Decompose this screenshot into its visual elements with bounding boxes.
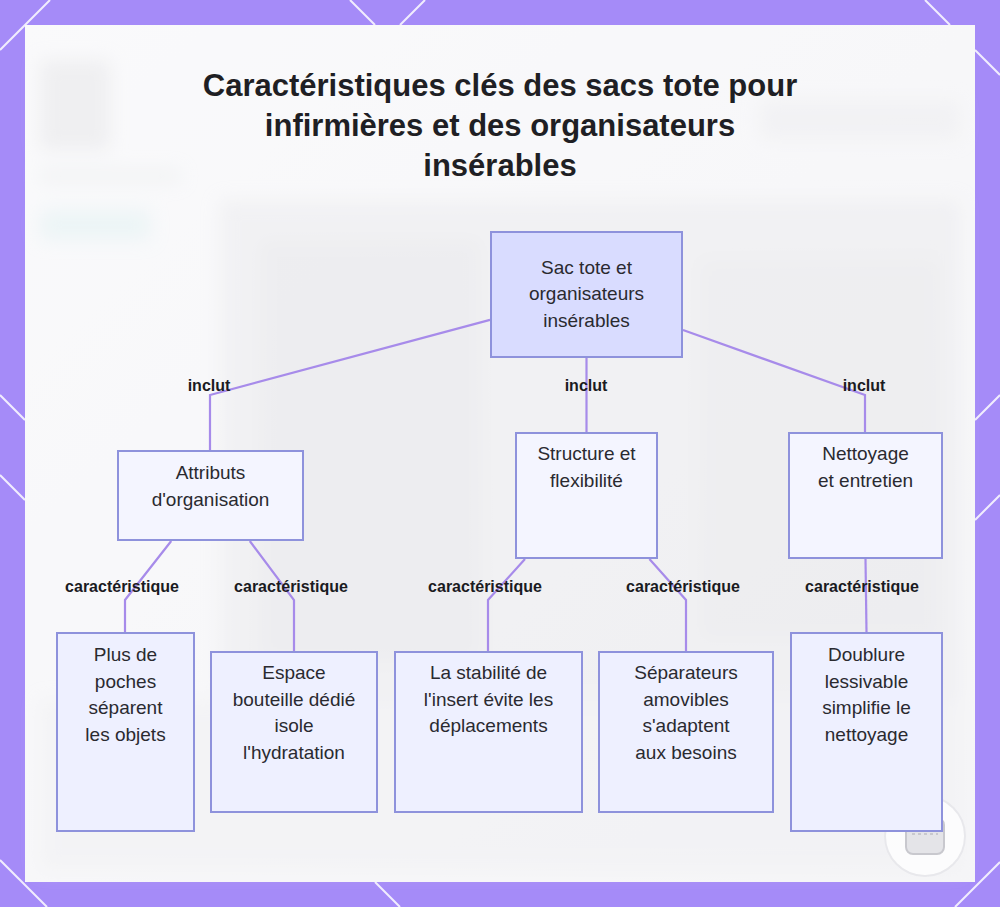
connector-line: [683, 330, 865, 432]
edge-label: caractéristique: [65, 578, 179, 596]
feature-box: Plus de poches séparent les objets: [56, 632, 195, 832]
connector-line: [250, 541, 294, 651]
node-text: Plus de poches séparent les objets: [76, 642, 176, 748]
connector-line: [210, 320, 490, 450]
node-text: Sac tote et organisateurs insérables: [507, 255, 667, 335]
edge-label: caractéristique: [626, 578, 740, 596]
edge-label: caractéristique: [428, 578, 542, 596]
node-text: Espace bouteille dédié isole l'hydratati…: [230, 660, 358, 766]
node-text: Doublure lessivable simplifie le nettoya…: [818, 642, 916, 748]
edge-label: caractéristique: [234, 578, 348, 596]
diagram-title: Caractéristiques clés des sacs tote pour…: [200, 66, 800, 186]
connector-line: [866, 559, 867, 632]
node-text: Structure et flexibilité: [537, 441, 637, 494]
category-box: Structure et flexibilité: [515, 432, 658, 559]
panel-veil: [25, 25, 975, 882]
connector-line: [649, 559, 686, 651]
edge-label: inclut: [843, 377, 886, 395]
node-text: La stabilité de l'insert évite les dépla…: [417, 660, 561, 740]
feature-box: Doublure lessivable simplifie le nettoya…: [790, 632, 943, 832]
node-text: Attributs d'organisation: [136, 460, 286, 513]
feature-box: La stabilité de l'insert évite les dépla…: [394, 651, 583, 813]
category-box: Nettoyage et entretien: [788, 432, 943, 559]
edge-label: caractéristique: [805, 578, 919, 596]
category-box: Attributs d'organisation: [117, 450, 304, 541]
panel: [25, 25, 975, 882]
node-text: Séparateurs amovibles s'adaptent aux bes…: [626, 660, 746, 766]
edge-label: inclut: [188, 377, 231, 395]
connector-line: [585, 358, 587, 432]
root-box: Sac tote et organisateurs insérables: [490, 231, 683, 358]
feature-box: Séparateurs amovibles s'adaptent aux bes…: [598, 651, 774, 813]
edge-label: inclut: [565, 377, 608, 395]
node-text: Nettoyage et entretien: [814, 441, 918, 494]
feature-box: Espace bouteille dédié isole l'hydratati…: [210, 651, 378, 813]
connector-line: [488, 559, 525, 651]
